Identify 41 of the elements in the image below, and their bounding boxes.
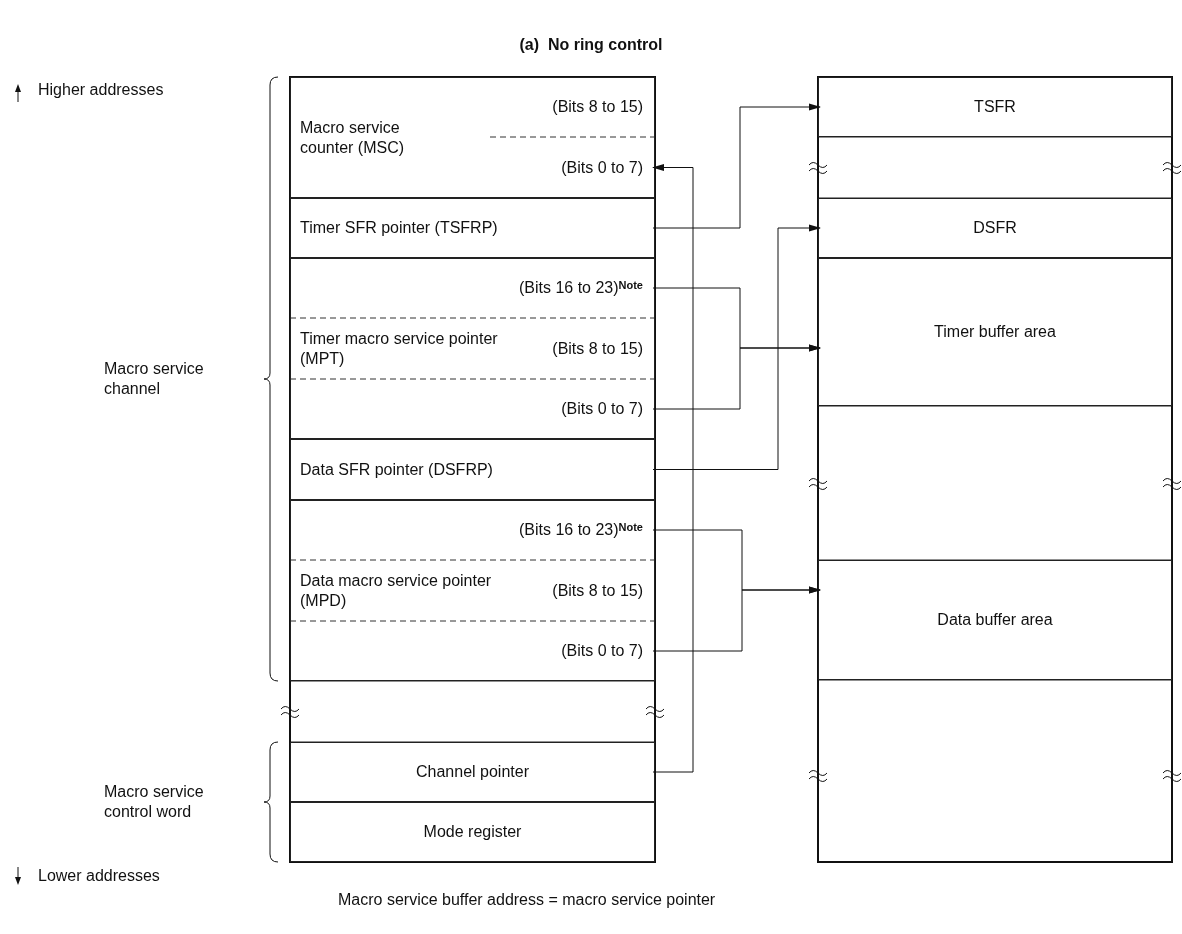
memory-cell <box>818 198 1172 258</box>
register-label: Data macro service pointer (MPD) <box>300 570 493 611</box>
bit-range-label: (Bits 0 to 7) <box>561 399 643 419</box>
pointer-arrow <box>652 103 821 229</box>
register-label: Data SFR pointer (DSFRP) <box>300 459 493 480</box>
cell-label: TSFR <box>973 97 1017 117</box>
pointer-arrow <box>652 344 821 410</box>
memory-cell <box>290 258 655 439</box>
region-label: Macro service control word <box>104 782 205 822</box>
memory-cell <box>818 77 1172 137</box>
pointer-arrow <box>652 586 821 652</box>
register-label: Timer macro service pointer (MPT) <box>300 328 499 369</box>
region-label: Macro service channel <box>104 359 205 399</box>
figure-caption: Macro service buffer address = macro service pointer <box>338 890 716 910</box>
cell-label: Mode register <box>422 822 523 842</box>
bit-range-label: (Bits 8 to 15) <box>552 580 643 601</box>
bit-range-label: (Bits 0 to 7) <box>561 157 643 178</box>
register-label: Timer SFR pointer (TSFRP) <box>300 218 498 238</box>
cell-label: Timer buffer area <box>933 322 1057 342</box>
register-label: Macro service counter (MSC) <box>300 117 406 158</box>
bit-range-label: (Bits 8 to 15) <box>552 97 643 117</box>
memory-cell <box>290 500 655 681</box>
cell-label: Channel pointer <box>415 762 530 782</box>
memory-cell <box>818 560 1172 680</box>
figure-title: (a) No ring control <box>518 35 664 55</box>
memory-cell <box>290 802 655 862</box>
cell-label: DSFR <box>972 218 1018 238</box>
memory-cell <box>290 77 655 198</box>
pointer-arrow <box>652 164 694 773</box>
cell-label: Data buffer area <box>936 610 1054 630</box>
memory-cell <box>290 742 655 802</box>
memory-cell <box>818 258 1172 406</box>
address-direction-label: Higher addresses <box>38 80 164 100</box>
pointer-arrow <box>652 224 821 470</box>
bit-range-label: (Bits 16 to 23)$^{Note}$ <box>518 520 643 540</box>
memory-cell <box>290 439 655 500</box>
bit-range-label: (Bits 16 to 23)$^{Note}$ <box>518 278 643 298</box>
bit-range-label: (Bits 0 to 7) <box>561 641 643 661</box>
memory-cell <box>290 198 655 258</box>
address-direction-label: Lower addresses <box>38 866 160 886</box>
bit-range-label: (Bits 8 to 15) <box>552 338 643 359</box>
